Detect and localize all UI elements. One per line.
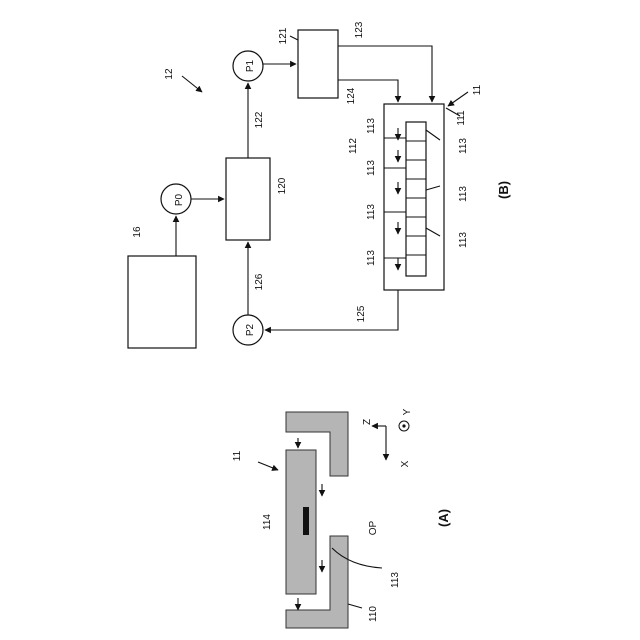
center-body <box>286 450 316 594</box>
label-113: 113 <box>458 138 469 154</box>
label-113: 113 <box>366 250 377 266</box>
label-16: 16 <box>132 226 143 238</box>
module-11-outer <box>384 104 444 290</box>
label-123: 123 <box>354 21 365 38</box>
label-p0: P0 <box>174 193 185 206</box>
label-120: 120 <box>277 177 288 194</box>
label-op: OP <box>368 520 379 535</box>
ref-arrow-12 <box>182 76 202 92</box>
ref-arrow-11-a <box>258 462 278 470</box>
element-114 <box>303 507 309 535</box>
label-113: 113 <box>366 204 377 220</box>
label-121: 121 <box>278 27 289 44</box>
block-121 <box>298 30 338 98</box>
label-p1: P1 <box>245 59 256 72</box>
panel-b: P0 P1 P2 16 12 120 121 122 123 124 125 1… <box>128 21 511 348</box>
label-11-a: 11 <box>232 450 243 461</box>
panel-b-title: (B) <box>496 181 511 199</box>
label-124: 124 <box>346 87 357 104</box>
label-125: 125 <box>356 305 367 322</box>
label-113: 113 <box>458 232 469 248</box>
axis-indicator: Z X Y <box>362 408 413 467</box>
nozzle-segments <box>406 141 426 255</box>
leader-110 <box>348 604 362 608</box>
label-113-a: 113 <box>390 572 401 588</box>
label-114: 114 <box>262 514 273 530</box>
label-113: 113 <box>366 118 377 134</box>
panel-a-title: (A) <box>436 509 451 527</box>
label-113: 113 <box>366 160 377 176</box>
axis-y-label: Y <box>402 408 413 415</box>
axis-z-label: Z <box>362 419 373 425</box>
label-111: 111 <box>456 110 467 126</box>
leader-lines-b <box>290 36 460 258</box>
label-p2: P2 <box>245 323 256 336</box>
label-113: 113 <box>458 186 469 202</box>
label-110: 110 <box>368 606 379 622</box>
panel-a: 11 114 OP 113 110 Z X Y (A) <box>232 408 451 628</box>
block-120 <box>226 158 270 240</box>
line-125 <box>265 290 398 330</box>
label-126: 126 <box>254 273 265 290</box>
label-122: 122 <box>254 111 265 128</box>
axis-x-label: X <box>400 460 411 467</box>
module-111-inner <box>406 122 426 276</box>
label-12: 12 <box>164 68 175 80</box>
axis-y-dot <box>402 424 405 427</box>
block-16 <box>128 256 196 348</box>
label-112: 112 <box>348 138 359 154</box>
label-11-b: 11 <box>472 84 483 95</box>
ref-arrow-11-b <box>448 92 468 106</box>
